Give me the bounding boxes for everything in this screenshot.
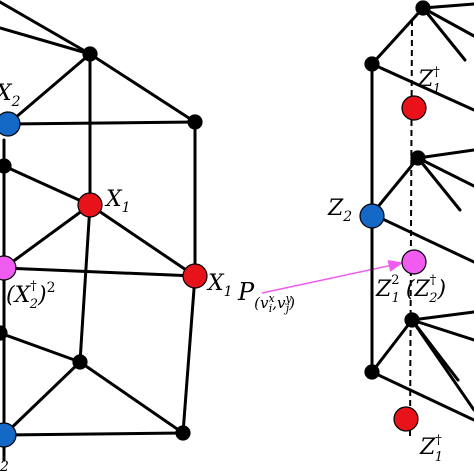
left-node-x1-red-right	[182, 263, 208, 289]
label-x2-top: X2	[0, 81, 21, 110]
label-x1-right: X1	[206, 271, 233, 300]
label-z1dag-bottom: Z†1	[419, 433, 443, 465]
right-edge	[410, 318, 460, 382]
right-node-black	[410, 150, 426, 166]
left-edge	[88, 52, 197, 124]
right-edge	[410, 318, 474, 342]
left-node-x2-blue	[0, 111, 21, 137]
right-edge	[370, 370, 474, 422]
left-edge	[78, 203, 92, 364]
right-node-black	[415, 0, 431, 16]
left-edge	[78, 360, 185, 435]
right-edge	[370, 156, 420, 216]
left-node-black	[82, 46, 98, 62]
right-edge	[370, 318, 414, 374]
right-edge	[421, 6, 474, 38]
right-node-z1dag-red-top	[401, 95, 427, 121]
right-node-black	[364, 56, 380, 72]
left-node-black	[72, 354, 88, 370]
left-edge	[0, 331, 82, 364]
left-node-black	[175, 425, 191, 441]
right-edge	[416, 148, 474, 160]
label-x-bottom-sub: 2	[0, 459, 9, 474]
left-node-blue-bottom	[0, 422, 17, 448]
right-edge	[416, 156, 474, 188]
right-edge	[370, 6, 425, 66]
label-x2dag-squared: (X†2)2	[6, 279, 56, 312]
left-edge	[0, 0, 92, 56]
left-node-black	[0, 158, 12, 174]
right-edge	[416, 156, 462, 212]
left-edge	[6, 52, 92, 126]
right-node-z1dag-red-bottom	[393, 406, 419, 432]
right-node-z2-blue	[359, 203, 385, 229]
left-node-black	[187, 114, 203, 130]
label-x1-mid: X1	[104, 187, 131, 216]
left-node-x1-red	[77, 192, 103, 218]
left-edge	[0, 26, 92, 56]
left-edge	[2, 360, 82, 437]
left-edge	[88, 203, 197, 278]
right-edge	[370, 62, 474, 112]
label-z1dag-top: Z†1	[417, 65, 441, 97]
left-lattice: X2 X1 X1 (X†2)2 2	[0, 0, 233, 474]
pointer-arrow	[261, 259, 404, 294]
left-edge	[2, 203, 92, 270]
left-edge	[2, 164, 92, 207]
left-node-magenta	[0, 255, 17, 281]
left-edge	[2, 431, 185, 437]
left-edge	[181, 274, 197, 435]
right-edge	[410, 310, 474, 322]
right-node-magenta	[401, 249, 427, 275]
right-node-black	[404, 312, 420, 328]
right-edge	[421, 2, 474, 10]
left-edge	[6, 120, 197, 126]
right-dashed-axis	[409, 19, 413, 441]
label-z2: Z2	[327, 196, 352, 225]
right-edge	[421, 6, 467, 62]
left-edge	[2, 266, 197, 278]
right-edge	[370, 212, 474, 264]
right-node-black	[364, 364, 380, 380]
left-node-black	[0, 325, 8, 341]
